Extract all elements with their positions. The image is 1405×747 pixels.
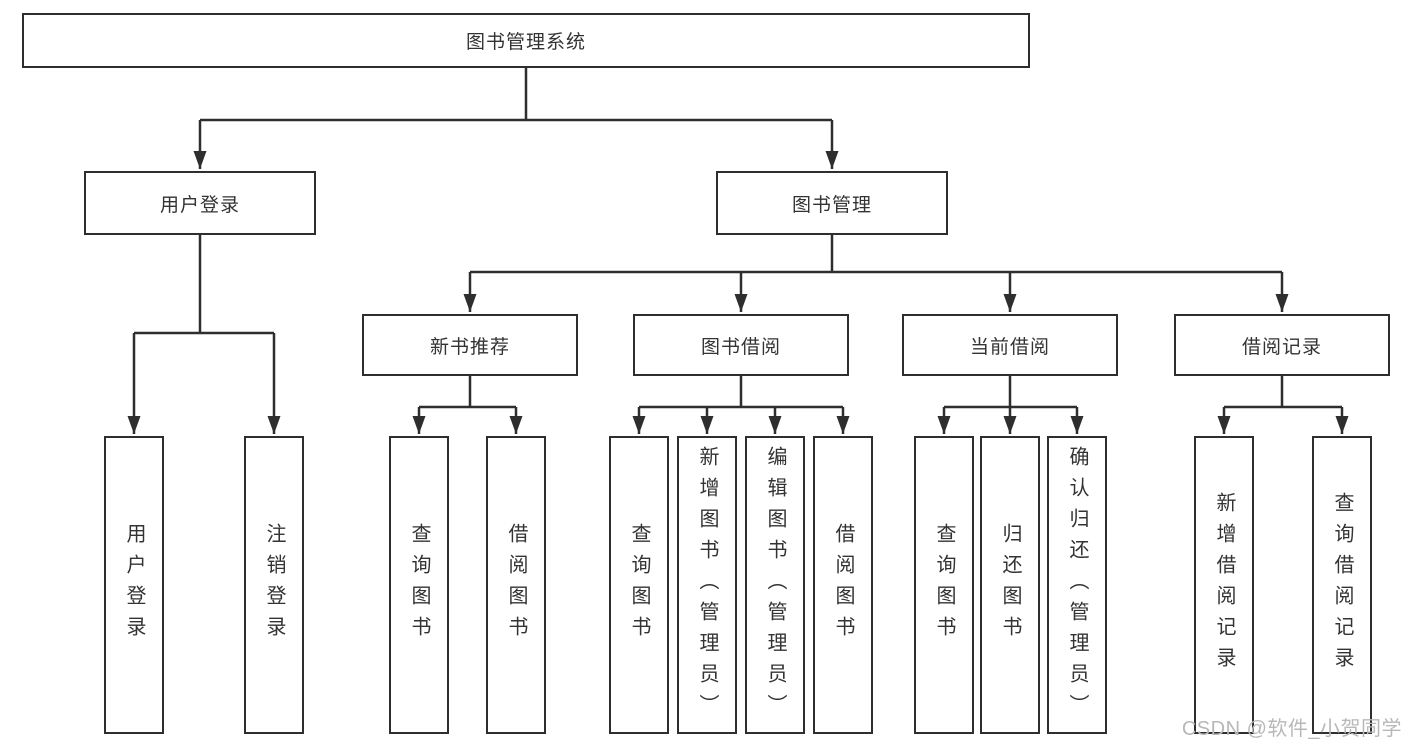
leaf-newbook-query-books: 查询图书	[389, 436, 449, 734]
leaf-borrow-edit-books-admin-label: 编辑图书（管理员）	[764, 445, 786, 725]
leaf-current-query-books-label: 查询图书	[933, 523, 955, 647]
node-current-borrow: 当前借阅	[902, 314, 1118, 376]
leaf-current-confirm-return-admin-label: 确认归还（管理员）	[1066, 445, 1088, 725]
leaf-newbook-query-books-label: 查询图书	[408, 523, 430, 647]
node-library-system-label: 图书管理系统	[465, 32, 586, 53]
node-library-system: 图书管理系统	[22, 13, 1030, 68]
leaf-newbook-borrow-books: 借阅图书	[486, 436, 546, 734]
node-book-borrow-label: 图书借阅	[700, 336, 781, 358]
leaf-borrow-edit-books-admin: 编辑图书（管理员）	[745, 436, 805, 734]
watermark: CSDN @软件_小贺同学	[1181, 718, 1402, 740]
leaf-newbook-borrow-books-label: 借阅图书	[505, 523, 527, 647]
connector-current-borrow-to-children	[937, 376, 1084, 434]
connector-root-to-level2	[193, 68, 839, 169]
node-new-book-recommend-label: 新书推荐	[429, 336, 510, 358]
leaf-logout-label: 注销登录	[263, 523, 285, 647]
leaf-user-login-label: 用户登录	[123, 523, 145, 647]
leaf-borrow-add-books-admin: 新增图书（管理员）	[677, 436, 737, 734]
leaf-logout: 注销登录	[244, 436, 304, 734]
node-borrow-records-label: 借阅记录	[1241, 336, 1322, 358]
leaf-current-return-books: 归还图书	[980, 436, 1040, 734]
leaf-records-query-record: 查询借阅记录	[1312, 436, 1372, 734]
leaf-borrow-query-books: 查询图书	[609, 436, 669, 734]
leaf-records-query-record-label: 查询借阅记录	[1331, 492, 1353, 678]
leaf-borrow-borrow-books-label: 借阅图书	[832, 523, 854, 647]
node-borrow-records: 借阅记录	[1174, 314, 1390, 376]
leaf-user-login: 用户登录	[104, 436, 164, 734]
connector-new-book-recommend-to-children	[412, 376, 523, 434]
node-book-management: 图书管理	[716, 171, 948, 235]
node-book-management-label: 图书管理	[791, 194, 872, 216]
leaf-borrow-query-books-label: 查询图书	[628, 523, 650, 647]
node-current-borrow-label: 当前借阅	[969, 336, 1050, 358]
leaf-records-add-record-label: 新增借阅记录	[1213, 492, 1235, 678]
leaf-borrow-borrow-books: 借阅图书	[813, 436, 873, 734]
node-user-login-label: 用户登录	[159, 194, 240, 216]
connector-user-login-to-children	[127, 235, 281, 434]
leaf-current-query-books: 查询图书	[914, 436, 974, 734]
node-new-book-recommend: 新书推荐	[362, 314, 578, 376]
node-book-borrow: 图书借阅	[633, 314, 849, 376]
connector-borrow-records-to-children	[1217, 376, 1349, 434]
leaf-borrow-add-books-admin-label: 新增图书（管理员）	[696, 445, 718, 725]
leaf-current-return-books-label: 归还图书	[999, 523, 1021, 647]
leaf-records-add-record: 新增借阅记录	[1194, 436, 1254, 734]
connector-book-borrow-to-children	[632, 376, 850, 434]
leaf-current-confirm-return-admin: 确认归还（管理员）	[1047, 436, 1107, 734]
connector-book-management-to-level3	[463, 235, 1289, 312]
node-user-login: 用户登录	[84, 171, 316, 235]
